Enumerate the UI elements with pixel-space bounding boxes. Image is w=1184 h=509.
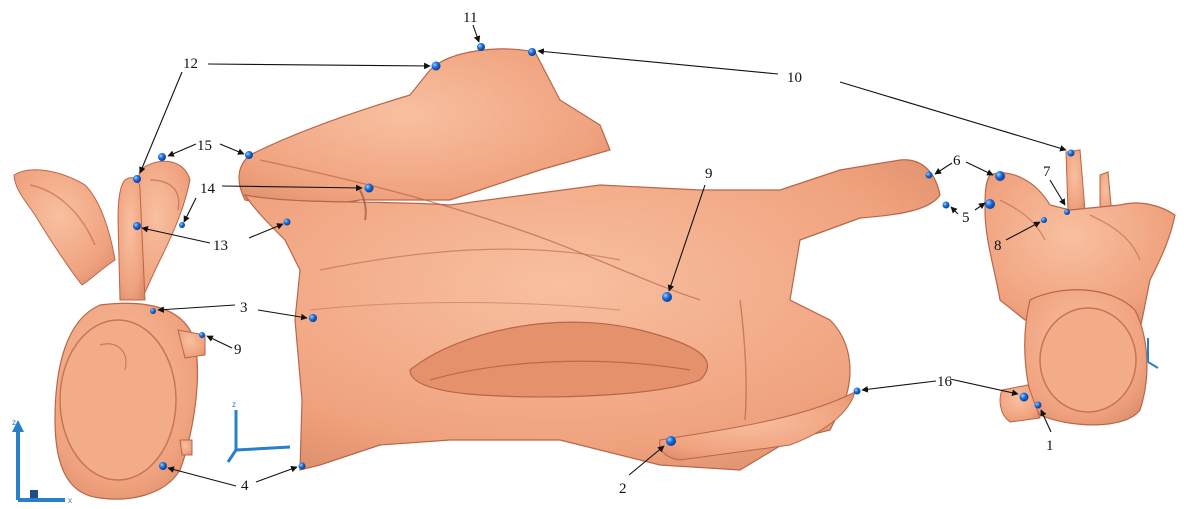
label-1: 1	[1046, 438, 1054, 454]
label-5: 5	[962, 210, 970, 226]
label-15: 15	[197, 138, 212, 154]
landmark-dot	[854, 388, 861, 395]
landmark-dot	[365, 184, 374, 193]
landmark-dot	[662, 292, 672, 302]
landmark-dot	[133, 175, 141, 183]
lateral-neural-spine	[239, 49, 610, 210]
landmark-dot	[133, 222, 141, 230]
label-13: 13	[213, 238, 228, 254]
landmark-dot	[432, 62, 441, 71]
landmark-dot	[1041, 217, 1047, 223]
posterior-articular-surface	[1040, 308, 1136, 412]
landmark-dot	[1068, 150, 1075, 157]
label-2: 2	[619, 481, 627, 497]
label-7: 7	[1043, 164, 1051, 180]
landmark-dot	[179, 222, 185, 228]
landmark-dot	[150, 308, 156, 314]
label-9-left: 9	[234, 342, 242, 358]
label-3: 3	[240, 300, 248, 316]
label-4: 4	[241, 478, 249, 494]
landmark-dot	[245, 151, 253, 159]
label-6: 6	[953, 153, 961, 169]
axis-z-label: z	[12, 418, 16, 427]
landmark-dot	[926, 172, 933, 179]
landmark-dot	[666, 436, 676, 446]
landmark-dot	[284, 219, 291, 226]
label-9-center: 9	[705, 166, 713, 182]
label-14: 14	[200, 181, 216, 197]
landmark-dot	[299, 463, 306, 470]
label-11: 11	[463, 10, 477, 26]
axis-x-label: x	[68, 496, 72, 505]
landmark-dot	[477, 43, 485, 51]
landmark-dot	[309, 314, 317, 322]
anterior-articular-surface	[60, 320, 176, 480]
posterior-view	[985, 150, 1175, 425]
label-10: 10	[787, 70, 802, 86]
landmark-dot	[995, 171, 1005, 181]
label-12: 12	[183, 56, 198, 72]
landmark-dot	[1035, 402, 1042, 409]
landmark-dot	[1064, 209, 1070, 215]
anterior-left-wing	[14, 170, 115, 285]
lateral-view	[239, 49, 940, 470]
landmark-dot	[158, 153, 166, 161]
landmark-dot	[985, 199, 995, 209]
landmark-dot	[1020, 393, 1029, 402]
axis-z-label-center: z	[232, 400, 236, 409]
anterior-view	[14, 161, 205, 499]
landmark-dot	[159, 462, 167, 470]
label-8: 8	[994, 238, 1002, 254]
label-16: 16	[937, 374, 953, 390]
landmark-dot	[528, 48, 536, 56]
landmark-dot	[199, 332, 205, 338]
landmark-dot	[943, 202, 950, 209]
lateral-main-body	[245, 160, 940, 470]
